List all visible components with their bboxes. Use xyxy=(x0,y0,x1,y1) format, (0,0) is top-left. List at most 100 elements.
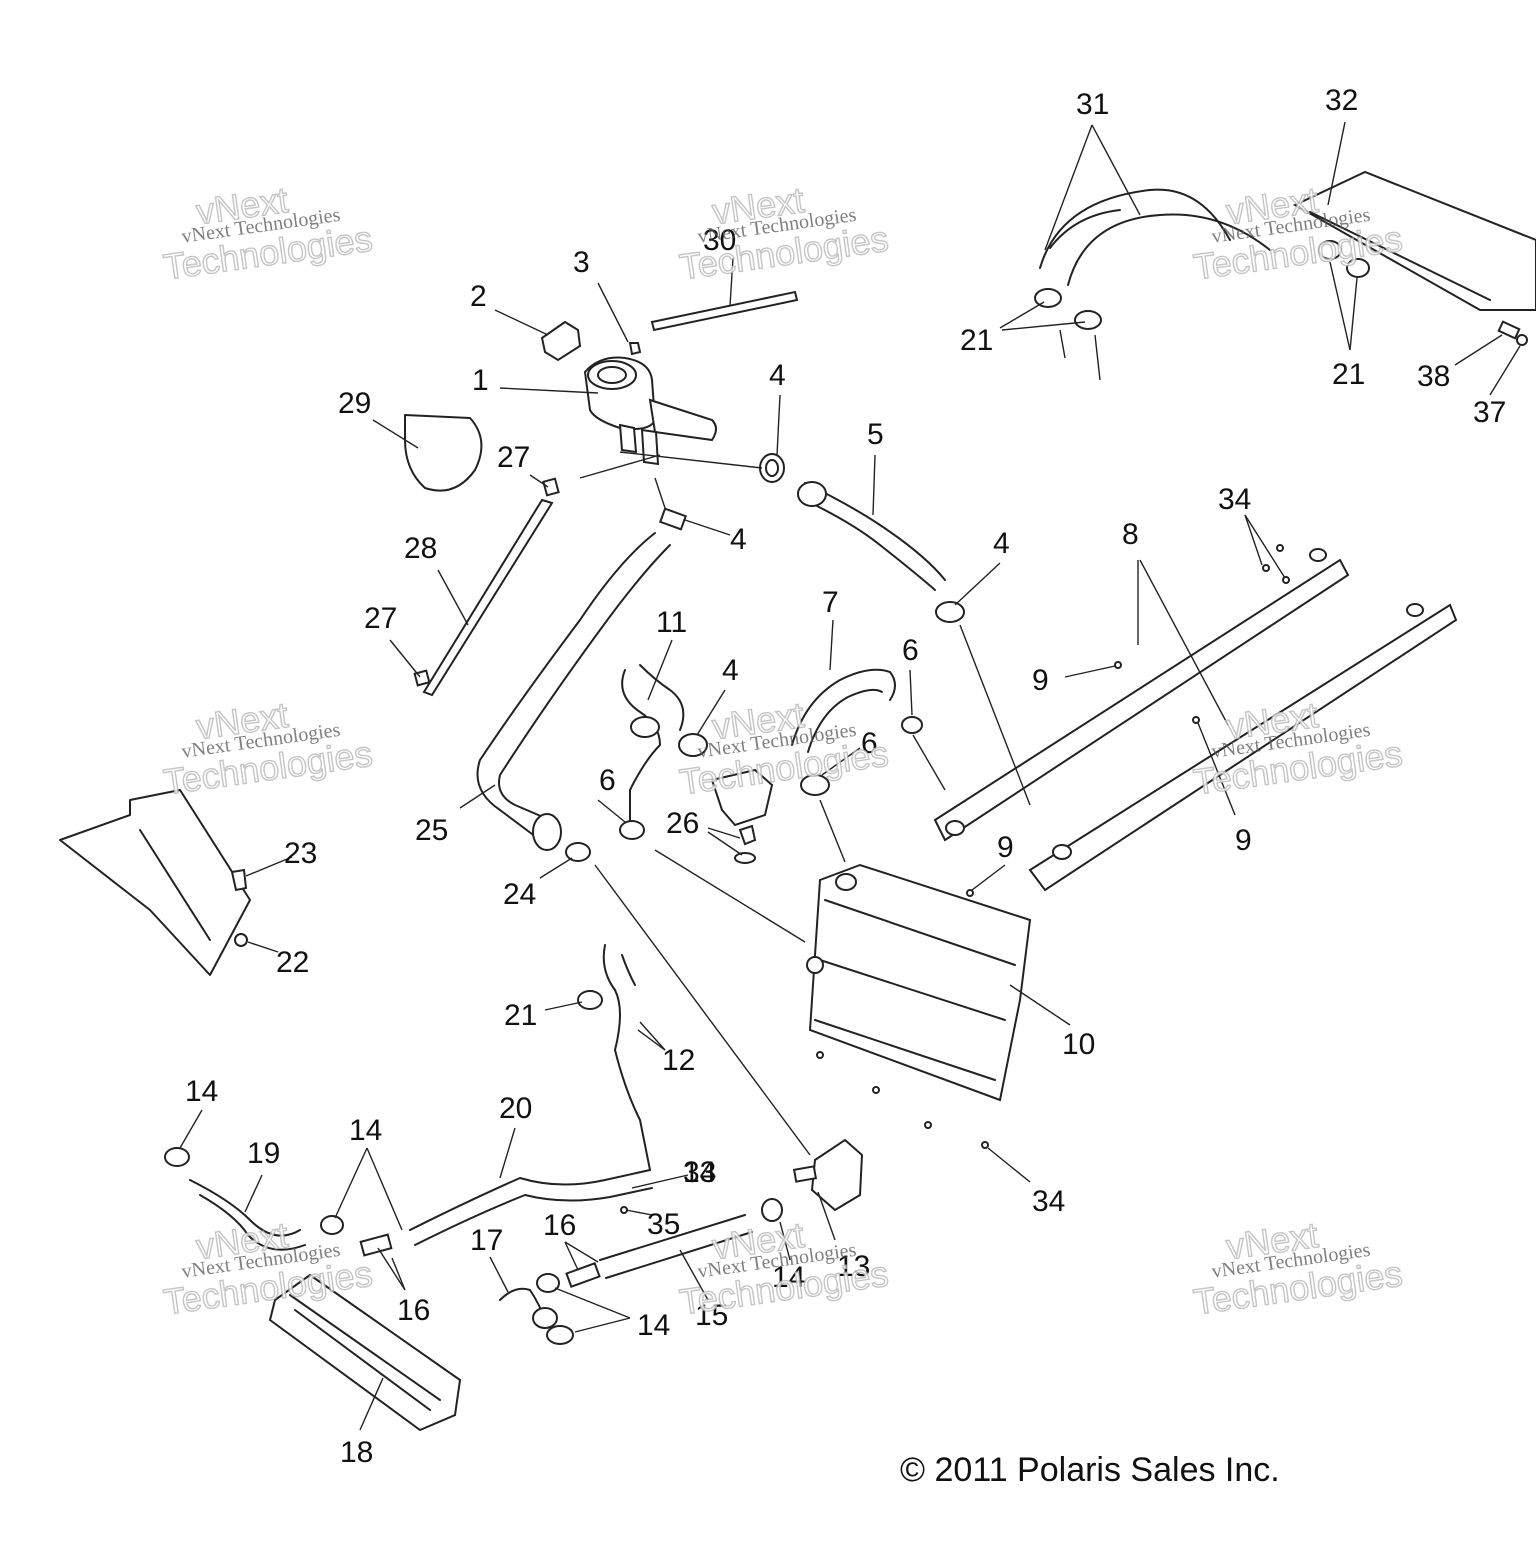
callout-28: 28 xyxy=(404,532,437,565)
part-hose-7 xyxy=(791,668,896,753)
part-hose-17 xyxy=(499,1287,558,1329)
callout-2: 2 xyxy=(470,280,487,313)
callout-27b: 27 xyxy=(364,602,397,635)
callout-22: 22 xyxy=(276,946,309,979)
part-clamp-21-mid xyxy=(577,990,603,1010)
part-fitting-37-38 xyxy=(1497,320,1528,346)
copyright-notice: © 2011 Polaris Sales Inc. xyxy=(900,1451,1280,1489)
part-bottle-cap xyxy=(540,320,582,362)
part-hose-11 xyxy=(621,664,685,831)
callout-20: 20 xyxy=(499,1092,532,1125)
part-vent-tube-30 xyxy=(650,290,799,332)
callout-9c: 9 xyxy=(997,831,1014,864)
part-cooler-18 xyxy=(268,1273,462,1432)
part-clamp-14-right xyxy=(761,1198,783,1222)
callout-35: 35 xyxy=(647,1208,680,1241)
part-clamp-21-top xyxy=(1034,240,1370,330)
callout-15: 15 xyxy=(695,1299,728,1332)
callout-12: 12 xyxy=(662,1044,695,1077)
watermark-8: vNext vNext Technologies Technologies xyxy=(676,1213,891,1323)
part-clamp-6b xyxy=(800,774,830,796)
callout-34a: 34 xyxy=(1218,483,1251,516)
callout-21b: 21 xyxy=(1332,358,1365,391)
callout-3: 3 xyxy=(573,246,590,279)
callout-14e: 14 xyxy=(683,1156,716,1189)
callout-16b: 16 xyxy=(543,1209,576,1242)
callout-4a: 4 xyxy=(769,359,786,392)
watermark-3: vNext vNext Technologies Technologies xyxy=(1190,178,1405,288)
part-intercooler-32 xyxy=(1292,170,1536,311)
callout-14a: 14 xyxy=(185,1075,218,1108)
callout-6a: 6 xyxy=(902,634,919,667)
callout-16a: 16 xyxy=(397,1294,430,1327)
part-fitting-16-left xyxy=(359,1233,393,1257)
callout-25: 25 xyxy=(415,814,448,847)
callout-27a: 27 xyxy=(497,441,530,474)
callout-4b: 4 xyxy=(730,523,747,556)
watermark-2: vNext vNext Technologies Technologies xyxy=(676,178,891,288)
part-fitting-16-mid xyxy=(565,1262,601,1288)
part-rail-8-lower xyxy=(1028,603,1458,892)
watermark-1: vNext vNext Technologies Technologies xyxy=(160,178,375,288)
callout-4c: 4 xyxy=(993,527,1010,560)
leader-lines xyxy=(179,121,1521,1431)
part-bracket-left xyxy=(59,789,251,976)
part-clamp-14-left xyxy=(164,1147,344,1235)
part-hose-5 xyxy=(797,481,946,591)
part-screw-3 xyxy=(628,342,642,356)
part-radiator-10 xyxy=(806,863,1032,1102)
callout-37: 37 xyxy=(1473,396,1506,429)
callout-8: 8 xyxy=(1122,518,1139,551)
part-clamp-6c xyxy=(619,820,645,840)
watermark-7: vNext vNext Technologies Technologies xyxy=(160,1213,375,1323)
callout-14c: 14 xyxy=(637,1309,670,1342)
part-clamp-24 xyxy=(565,842,591,862)
callout-23: 23 xyxy=(284,837,317,870)
callout-24: 24 xyxy=(503,878,536,911)
callout-14d: 14 xyxy=(772,1261,805,1294)
part-hose-12 xyxy=(602,944,651,1171)
part-bolt-23 xyxy=(230,868,248,892)
callout-5: 5 xyxy=(867,418,884,451)
part-rail-8-upper xyxy=(933,548,1350,842)
watermark-4: vNext vNext Technologies Technologies xyxy=(160,693,375,803)
callout-21a: 21 xyxy=(960,324,993,357)
part-clamp-4-mid xyxy=(658,507,688,531)
callout-17: 17 xyxy=(470,1224,503,1257)
callout-26: 26 xyxy=(666,807,699,840)
part-fasteners-9-34 xyxy=(620,544,1290,1214)
callout-38: 38 xyxy=(1417,360,1450,393)
watermark-9: vNext vNext Technologies Technologies xyxy=(1190,1213,1405,1323)
part-clamp-14-bottom xyxy=(536,1273,574,1345)
callout-19: 19 xyxy=(247,1137,280,1170)
callout-30: 30 xyxy=(703,224,736,257)
watermark-6: vNext vNext Technologies Technologies xyxy=(1190,693,1405,803)
callout-29: 29 xyxy=(338,387,371,420)
callouts: 1 2 3 4 4 4 4 5 6 6 6 7 8 9 9 9 10 11 12… xyxy=(185,84,1506,1469)
part-clamp-4-top xyxy=(759,453,785,483)
callout-10: 10 xyxy=(1062,1028,1095,1061)
part-tube-28 xyxy=(413,477,560,697)
callout-14b: 14 xyxy=(349,1114,382,1147)
part-hoses-31 xyxy=(1039,188,1271,286)
part-clamp-6a xyxy=(901,716,923,734)
watermarks: vNext vNext Technologies Technologies vN… xyxy=(160,178,1405,1323)
part-gasket-29 xyxy=(404,414,483,492)
callout-7: 7 xyxy=(822,586,839,619)
callout-21c: 21 xyxy=(504,999,537,1032)
callout-9b: 9 xyxy=(1235,824,1252,857)
part-pipe-20 xyxy=(409,1169,653,1246)
part-pipe-15 xyxy=(599,1214,753,1279)
part-clamp-4-lower xyxy=(678,733,708,757)
callout-31: 31 xyxy=(1076,88,1109,121)
callout-4d: 4 xyxy=(722,654,739,687)
part-nut-22 xyxy=(234,933,248,947)
callout-11: 11 xyxy=(656,606,687,639)
part-clamp-4-right xyxy=(935,601,965,623)
part-pump-13 xyxy=(792,1138,864,1212)
watermark-5: vNext vNext Technologies Technologies xyxy=(676,693,891,803)
callout-18: 18 xyxy=(340,1436,373,1469)
svg-text:vNext: vNext xyxy=(1224,1214,1321,1267)
